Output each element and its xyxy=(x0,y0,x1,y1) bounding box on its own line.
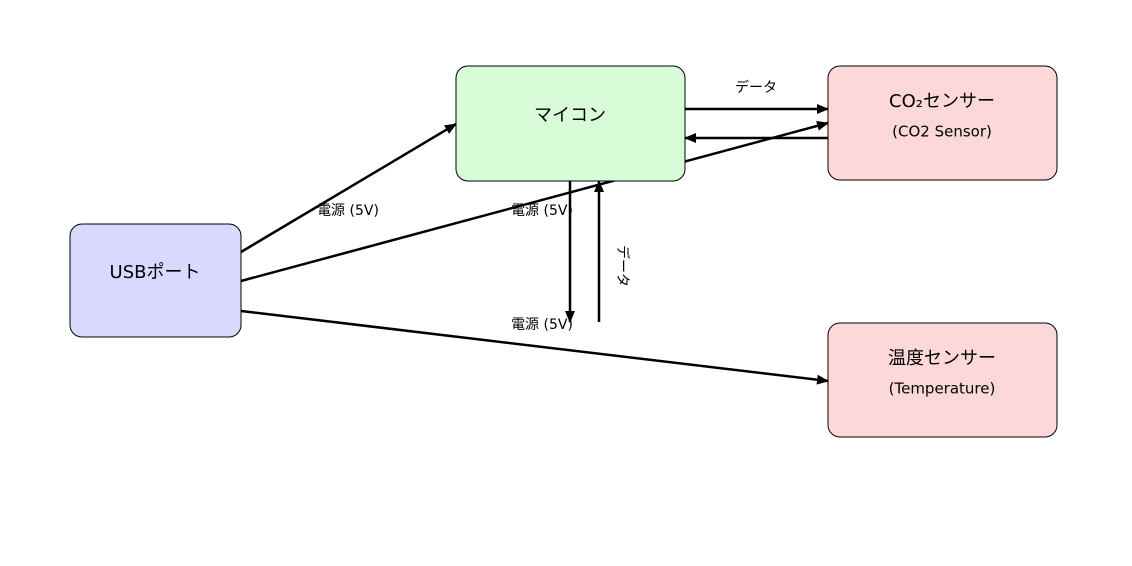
node-co2-sensor: CO₂センサー (CO2 Sensor) xyxy=(827,65,1058,181)
edge-label-mcu-to-temp: 電源 (5V) xyxy=(511,317,573,333)
edge-label-mcu-to-co2: データ xyxy=(735,79,777,96)
edge-label-usb-to-mcu: 電源 (5V) xyxy=(317,203,379,219)
node-usb-port: USBポート xyxy=(69,223,242,338)
node-co2-box xyxy=(827,65,1058,181)
node-temperature-sensor: 温度センサー (Temperature) xyxy=(827,322,1058,438)
node-mcu-box xyxy=(455,65,686,182)
node-co2-subtitle: (CO2 Sensor) xyxy=(892,123,992,141)
node-temp-title: 温度センサー xyxy=(888,348,996,369)
node-usb-title: USBポート xyxy=(110,262,201,283)
edge-label-temp-to-mcu: データ xyxy=(614,245,631,287)
edge-usb-to-temp xyxy=(240,309,829,385)
node-co2-title: CO₂センサー xyxy=(889,91,995,112)
node-temp-box xyxy=(827,322,1058,438)
edge-label-usb-to-co2: 電源 (5V) xyxy=(511,203,573,219)
edge-usb-to-co2 xyxy=(240,121,829,283)
node-mcu-title: マイコン xyxy=(534,105,606,126)
edge-usb-to-mcu xyxy=(240,122,457,254)
node-temp-subtitle: (Temperature) xyxy=(889,380,996,398)
node-usb-box xyxy=(69,223,242,338)
node-microcontroller: マイコン xyxy=(455,65,686,182)
